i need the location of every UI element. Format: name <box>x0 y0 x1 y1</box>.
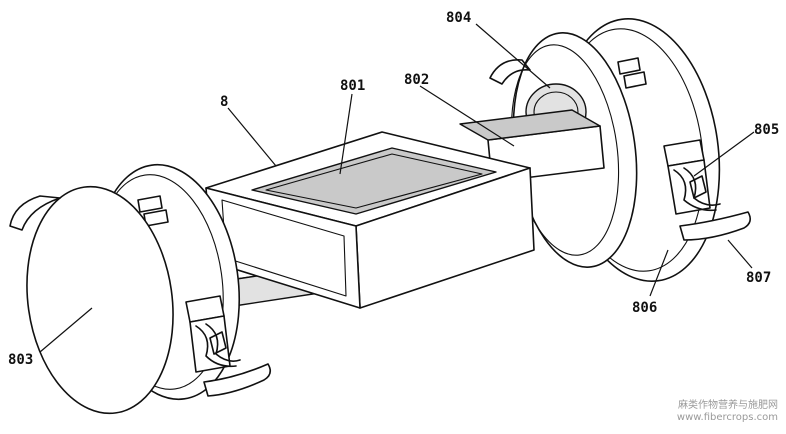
callout-803: 803 <box>8 352 33 368</box>
leader-lines <box>39 23 755 353</box>
left-top-hook <box>9 195 61 231</box>
watermark: 麻类作物营养与施肥网 www.fibercrops.com <box>677 400 778 424</box>
callout-802: 802 <box>404 72 429 88</box>
callout-807: 807 <box>746 270 771 286</box>
left-cover-disc <box>26 185 174 415</box>
watermark-line1: 麻类作物营养与施肥网 <box>678 400 778 411</box>
callout-806: 806 <box>632 300 657 316</box>
left-bottom-hook <box>203 363 272 397</box>
frame-801 <box>205 131 535 309</box>
callout-8: 8 <box>220 94 228 110</box>
watermark-line2: www.fibercrops.com <box>676 412 778 423</box>
right-bottom-hook <box>679 211 752 241</box>
callout-801: 801 <box>340 78 365 94</box>
callout-805: 805 <box>754 122 779 138</box>
callout-804: 804 <box>446 10 471 26</box>
left-wheel-assembly <box>9 163 272 415</box>
right-clamp <box>663 139 721 215</box>
left-clamp <box>185 295 241 373</box>
